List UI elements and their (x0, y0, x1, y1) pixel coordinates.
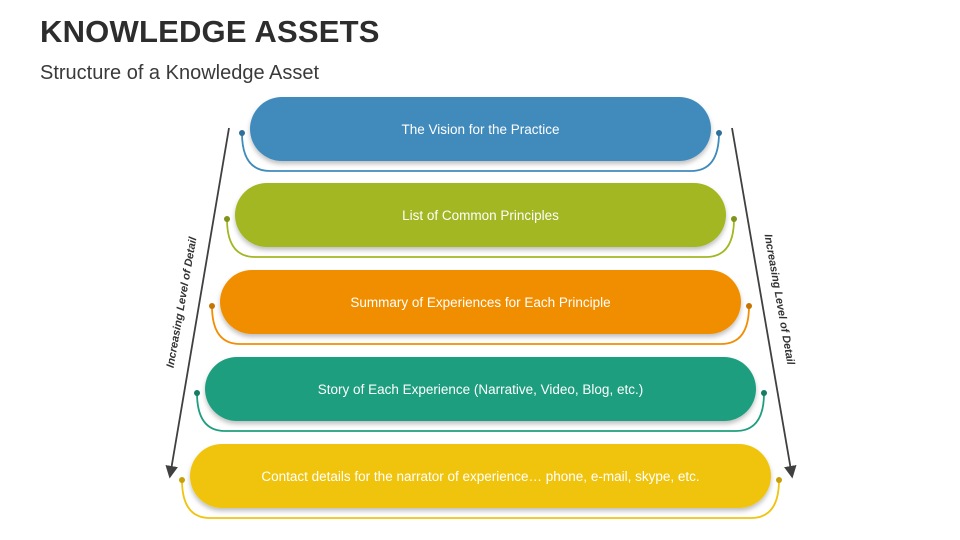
level-1: The Vision for the Practice (239, 97, 722, 172)
level-2-left-dot (224, 216, 230, 222)
level-3-left-dot (209, 303, 215, 309)
level-3: Summary of Experiences for Each Principl… (209, 270, 752, 345)
level-4-pill (205, 357, 756, 421)
right-side-label: Increasing Level of Detail (762, 233, 797, 367)
level-1-bracket (241, 132, 720, 172)
level-3-pill (220, 270, 741, 334)
level-5-right-dot (776, 477, 782, 483)
level-5-label-contact-details-for-the-narrator-of-expe: Contact details for the narrator of expe… (261, 469, 699, 484)
page-subtitle: Structure of a Knowledge Asset (40, 62, 320, 84)
level-5-bracket (181, 479, 780, 519)
page-title: KNOWLEDGE ASSETS (40, 14, 380, 49)
level-1-right-dot (716, 130, 722, 136)
level-4-right-dot (761, 390, 767, 396)
level-3-label-summary-of-experiences-for-each-principl: Summary of Experiences for Each Principl… (350, 295, 610, 310)
level-4: Story of Each Experience (Narrative, Vid… (194, 357, 767, 432)
level-5-left-dot (179, 477, 185, 483)
level-4-label-story-of-each-experience-narrative-video: Story of Each Experience (Narrative, Vid… (318, 382, 643, 397)
level-2: List of Common Principles (224, 183, 737, 258)
level-5: Contact details for the narrator of expe… (179, 444, 782, 519)
left-side-label: Increasing Level of Detail (165, 235, 200, 369)
level-2-label-list-of-common-principles: List of Common Principles (402, 208, 559, 223)
level-5-pill (190, 444, 771, 508)
level-2-pill (235, 183, 726, 247)
level-3-right-dot (746, 303, 752, 309)
level-1-pill (250, 97, 711, 161)
right-arrow (731, 127, 797, 479)
level-1-left-dot (239, 130, 245, 136)
level-4-bracket (196, 392, 765, 432)
level-1-label-the-vision-for-the-practice: The Vision for the Practice (401, 122, 559, 137)
level-2-bracket (226, 218, 735, 258)
level-2-right-dot (731, 216, 737, 222)
level-3-bracket (211, 305, 750, 345)
level-4-left-dot (194, 390, 200, 396)
left-arrow (165, 127, 230, 479)
